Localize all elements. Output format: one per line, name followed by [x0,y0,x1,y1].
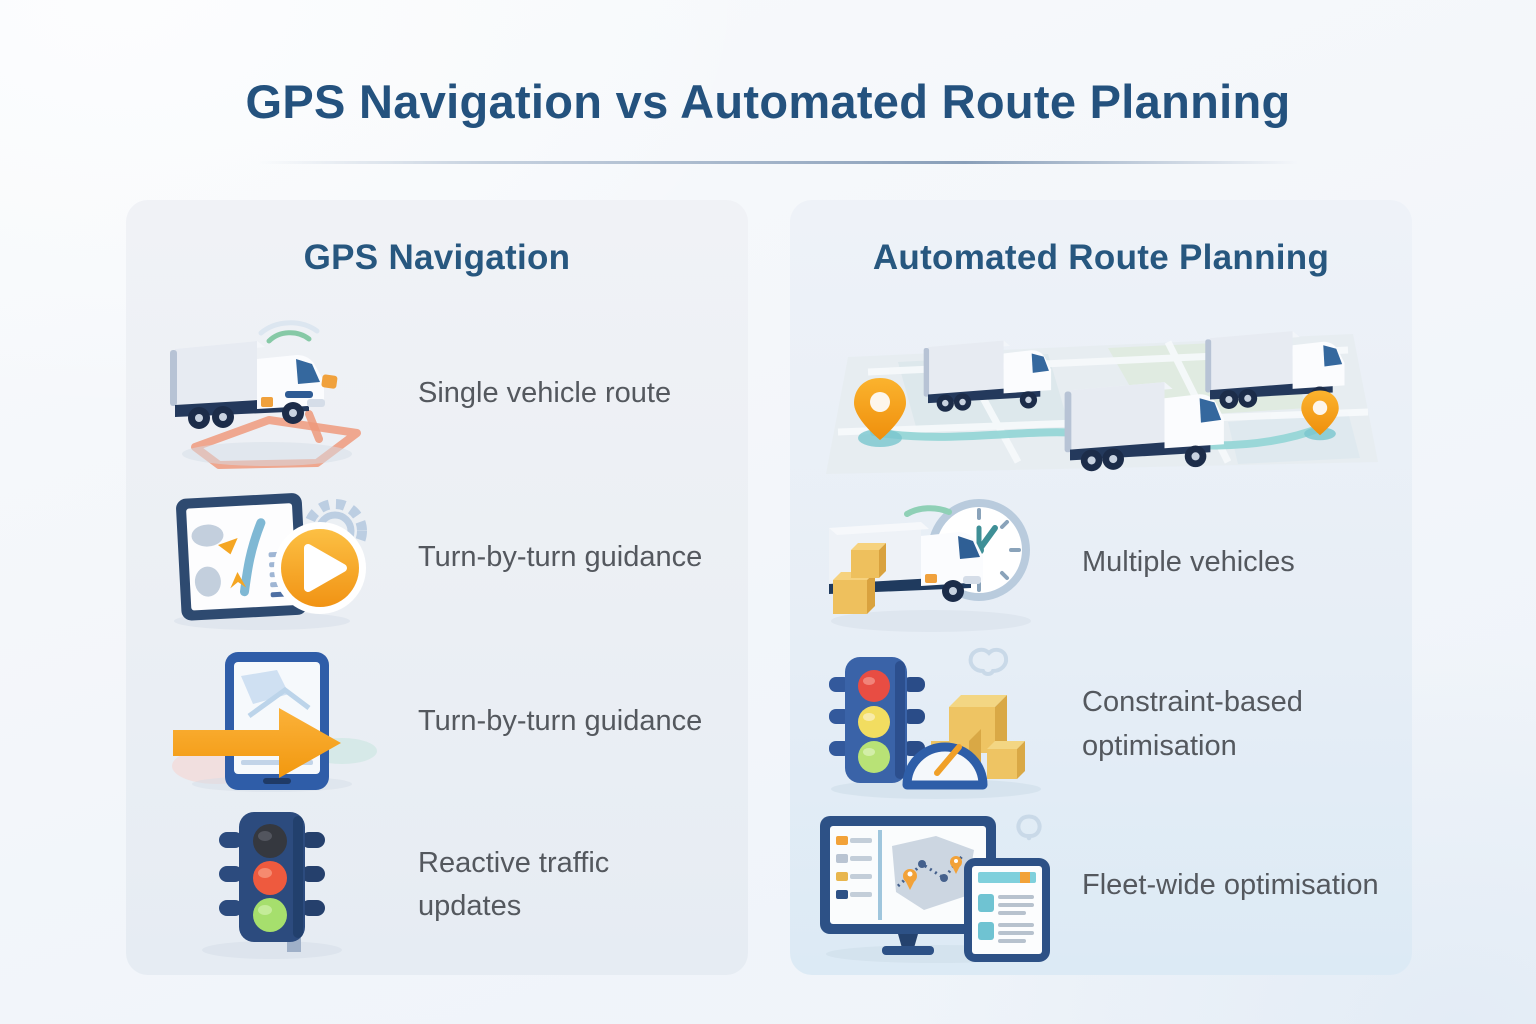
gps-navigation-panel: GPS Navigation [126,200,748,975]
map-pin-icon [854,378,906,447]
automated-route-planning-rows: Multiple vehicles [790,312,1412,967]
right-arrow-icon [173,708,341,779]
list-item-label: Constraint-based optimisation [1082,686,1303,762]
automated-route-planning-panel-title: Automated Route Planning [872,238,1330,277]
play-button-icon [274,521,366,614]
list-item: Turn-by-turn guidance [126,476,748,640]
list-item [790,312,1412,482]
dashboard-map [892,836,974,911]
gps-navigation-rows: Single vehicle route [126,312,748,967]
fleet-map-trucks-illustration [826,331,1378,474]
list-item: Fleet-wide optimisation [790,805,1412,967]
thought-pin-outline-icon [968,647,1009,676]
map-pin-icon [1301,390,1339,441]
list-item-label: Turn-by-turn guidance [418,704,703,737]
list-item-label: Turn-by-turn guidance [418,540,703,573]
list-item: Reactive traffic updates [126,803,748,967]
tablet-icon [964,858,1050,963]
traffic-light-icon [202,811,342,959]
list-item-label: Fleet-wide optimisation [1082,869,1379,902]
truck-clock-boxes-icon [829,498,1031,632]
gauge-icon [902,742,988,789]
pin-outline-icon [1016,814,1042,841]
title-divider [258,161,1298,164]
list-item: Turn-by-turn guidance [126,640,748,804]
tablet-play-icon [174,492,367,630]
list-item: Single vehicle route [126,312,748,476]
list-item-label: Reactive traffic updates [418,846,610,923]
automated-route-planning-panel: Automated Route Planning [790,200,1412,975]
boxes-icon [833,542,886,614]
truck-route-icon [170,320,361,469]
gps-navigation-panel-title: GPS Navigation [303,238,571,277]
list-item-label: Single vehicle route [418,377,672,410]
traffic-light-gauge-boxes-icon [829,647,1041,799]
page-title: GPS Navigation vs Automated Route Planni… [245,75,1291,128]
monitor-tablet-fleet-icon [820,814,1050,964]
list-item-label: Multiple vehicles [1082,546,1295,579]
dashboard-sidebar [836,830,882,921]
list-item: Constraint-based optimisation [790,644,1412,806]
list-item: Multiple vehicles [790,482,1412,644]
monitor-icon [820,816,996,956]
phone-arrow-icon [172,652,377,793]
